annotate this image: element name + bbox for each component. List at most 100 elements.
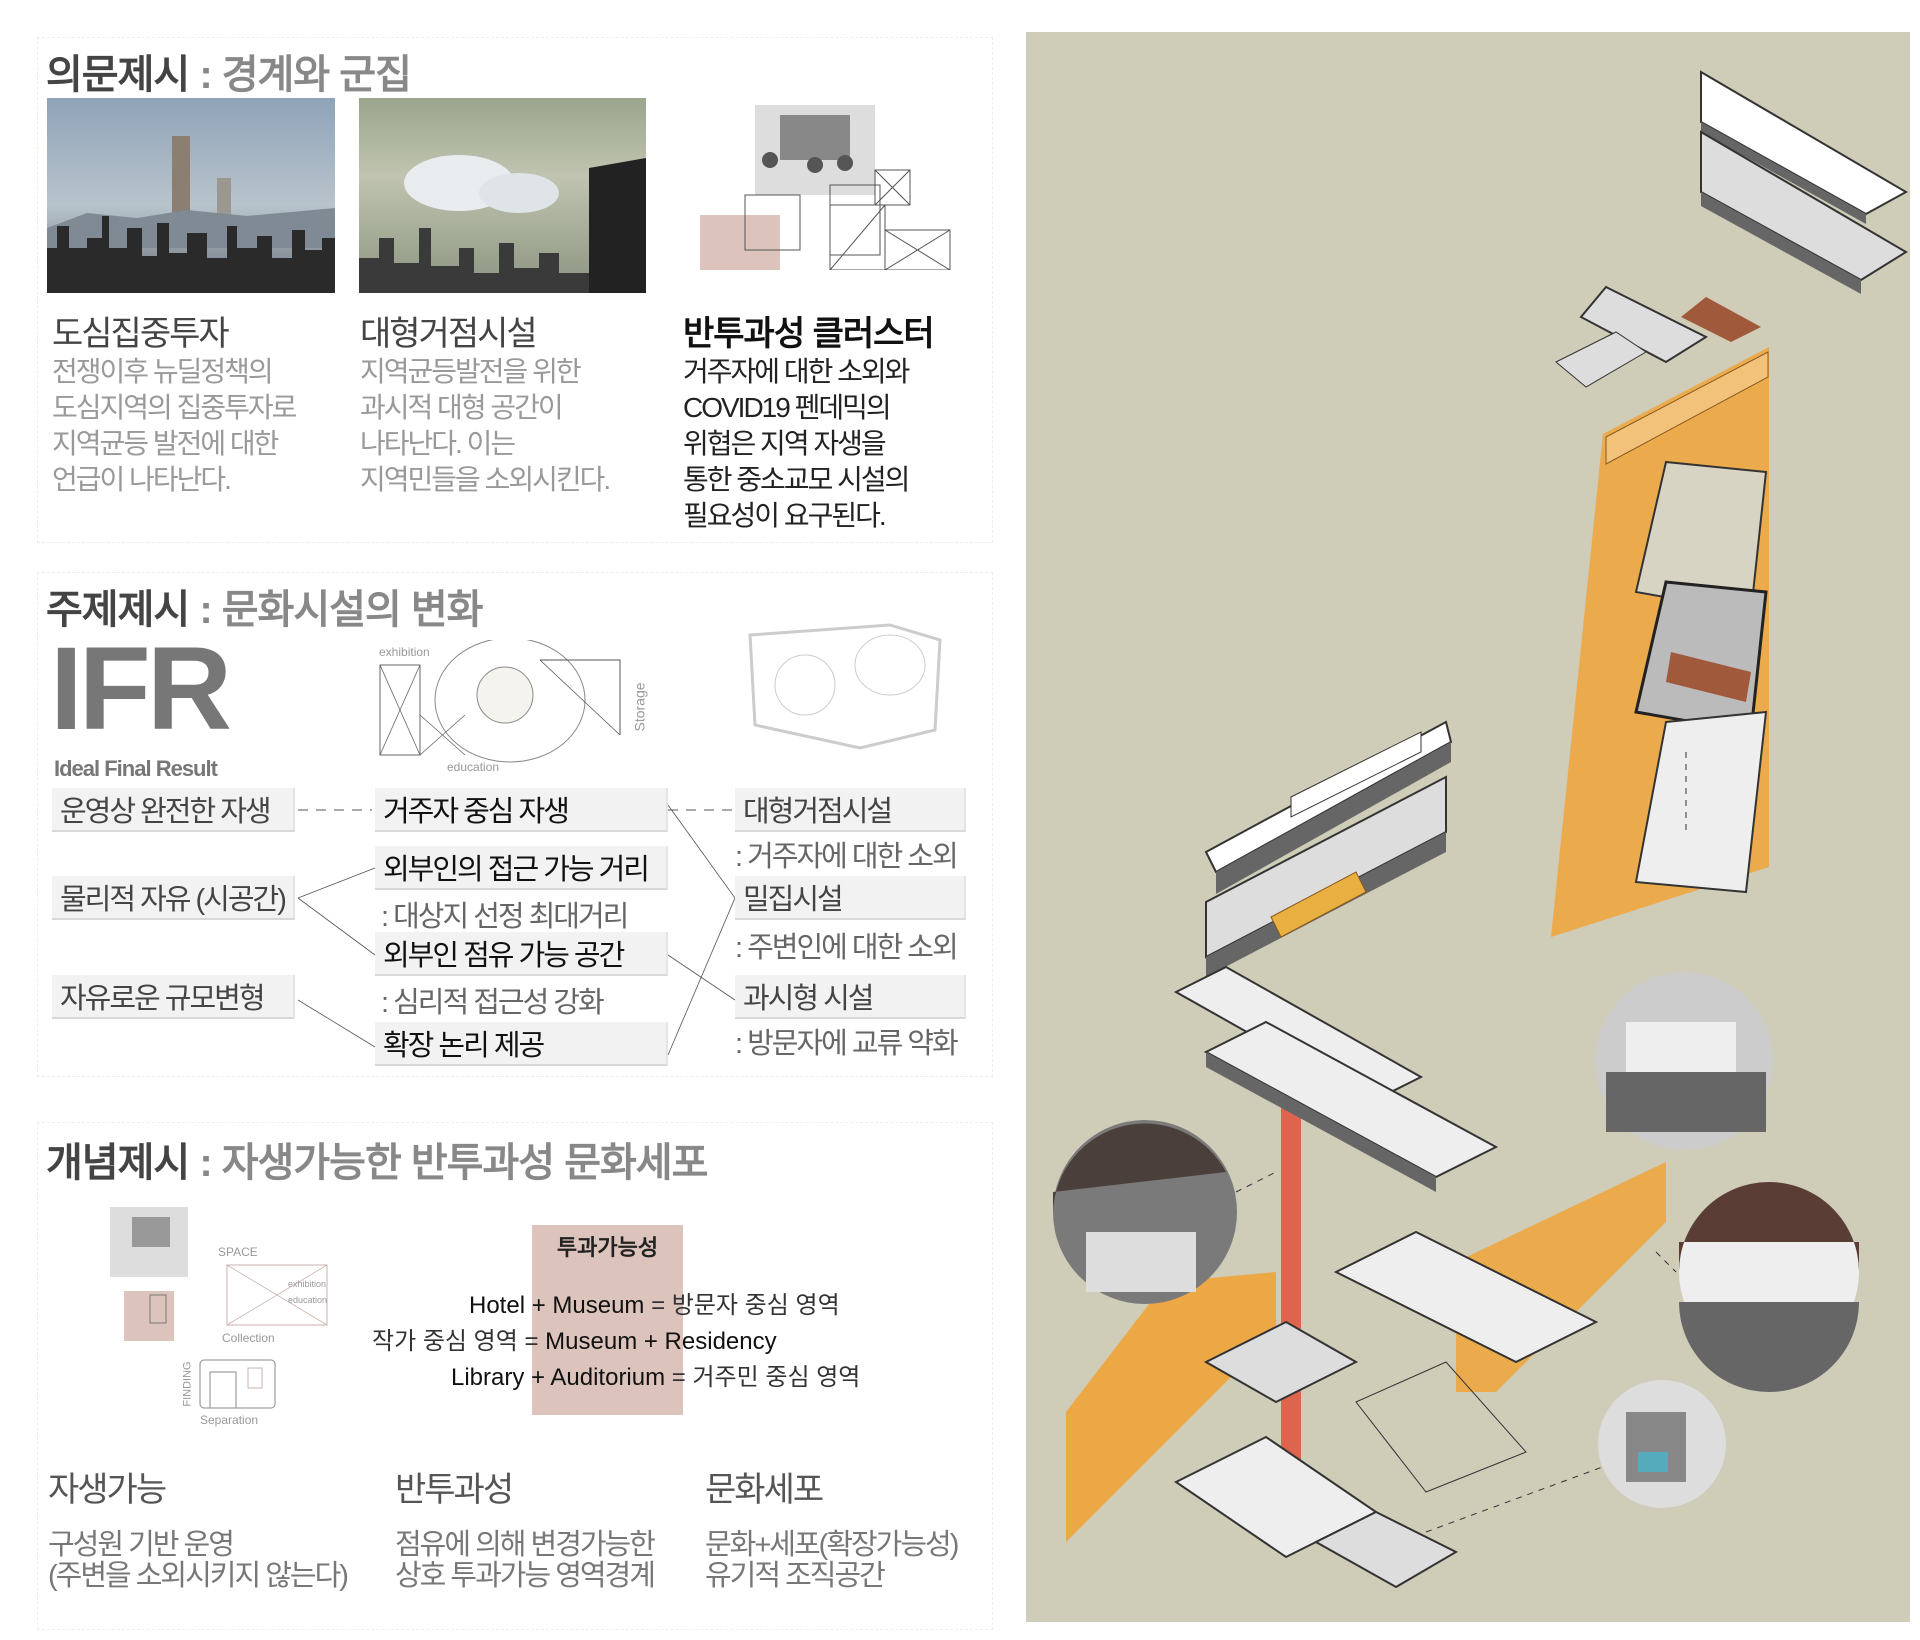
body-line: 필요성이 요구된다. (683, 500, 887, 531)
column-body-1: 전쟁이후 뉴딜정책의 도심지역의 집중투자로 지역균등 발전에 대한 언급이 나… (52, 354, 297, 498)
concept-line: 상호 투과가능 영역경계 (395, 1560, 656, 1592)
label-collection: Collection (222, 1331, 275, 1345)
left-criterion-3: 자유로운 규모변형 (52, 975, 295, 1019)
section1-title-lead: 의문제시 (46, 53, 190, 97)
right-issue-1: 대형거점시설 (735, 788, 966, 832)
concept-line: 문화+세포(확장가능성) (705, 1529, 959, 1561)
ifr-logo: IFR (50, 623, 232, 755)
section3-title-rest: : 자생가능한 반투과성 문화세포 (199, 1141, 708, 1185)
large-facility-photo (359, 98, 646, 293)
column-heading-1: 도심집중투자 (52, 315, 230, 353)
body-line: 통한 중소교모 시설의 (683, 464, 910, 495)
body-line: 전쟁이후 뉴딜정책의 (52, 356, 274, 387)
section2-title-rest: : 문화시설의 변화 (199, 588, 483, 632)
concept-body-3: 문화+세포(확장가능성) 유기적 조직공간 (705, 1530, 990, 1592)
label-exhibition-2: exhibition (288, 1279, 327, 1289)
rendering-circle-3 (1679, 1182, 1859, 1392)
middle-item-3: 외부인 점유 가능 공간 (375, 932, 668, 976)
section1-title-rest: : 경계와 군집 (199, 53, 412, 97)
equation-right: = 거주민 중심 영역 (671, 1364, 861, 1391)
equation-left: 작가 중심 영역 = (372, 1328, 539, 1355)
rendering-circle-2 (1595, 972, 1773, 1150)
concept-body-2: 점유에 의해 변경가능한 상호 투과가능 영역경계 (395, 1530, 695, 1592)
equation-resident: Library + Auditorium = 거주민 중심 영역 (451, 1357, 860, 1392)
equation-left: Hotel + Museum (469, 1292, 645, 1319)
right-issue-3-sub: : 방문자에 교류 약화 (735, 1028, 959, 1060)
section-concept (37, 1122, 993, 1630)
concept-diagram: SPACE exhibition education Collection FI… (110, 1205, 350, 1435)
right-issue-2-sub: : 주변인에 대한 소외 (735, 932, 959, 964)
section2-title: 주제제시 : 문화시설의 변화 (46, 577, 483, 635)
column-heading-2: 대형거점시설 (360, 315, 538, 353)
body-line: 도심지역의 집중투자로 (52, 392, 297, 423)
plant-cell-illustration (740, 620, 950, 750)
concept-line: 점유에 의해 변경가능한 (395, 1529, 656, 1561)
right-issue-3: 과시형 시설 (735, 975, 966, 1019)
body-line: 거주자에 대한 소외와 (683, 356, 910, 387)
exploded-axonometric-drawing (1053, 70, 1909, 1589)
label-separation: Separation (200, 1413, 259, 1427)
section2-title-lead: 주제제시 (46, 588, 190, 632)
body-line: 위협은 지역 자생을 (683, 428, 887, 459)
body-line: 언급이 나타난다. (52, 464, 232, 495)
concept-body-1: 구성원 기반 운영 (주변을 소외시키지 않는다) (48, 1530, 378, 1592)
equation-right: Museum + Residency (545, 1328, 777, 1355)
axonometric-panel (1026, 32, 1910, 1622)
body-line: COVID19 펜데믹의 (683, 392, 892, 423)
middle-item-2-sub: : 대상지 선정 최대거리 (381, 901, 629, 933)
roof-slab-top (1700, 70, 1909, 224)
middle-item-3-sub: : 심리적 접근성 강화 (381, 987, 605, 1019)
section-problem (37, 37, 993, 543)
library-volume (1204, 720, 1453, 977)
label-exhibition: exhibition (379, 645, 430, 659)
rendering-circle-4 (1598, 1380, 1726, 1508)
permeability-title: 투과가능성 (556, 1235, 659, 1260)
cell-diagram-svg (379, 637, 621, 763)
body-line: 지역균등발전을 위한 (360, 356, 582, 387)
hotel-floor (1555, 285, 1761, 388)
body-line: 나타난다. 이는 (360, 428, 516, 459)
right-issue-1-sub: : 거주자에 대한 소외 (735, 841, 959, 873)
concept-heading-1: 자생가능 (48, 1471, 167, 1509)
section3-title-lead: 개념제시 (46, 1141, 190, 1185)
concept-line: (주변을 소외시키지 않는다) (48, 1560, 349, 1592)
city-skyline-photo (47, 98, 335, 293)
section1-title: 의문제시 : 경계와 군집 (46, 42, 412, 100)
facility-silhouette (359, 155, 646, 293)
section-theme (37, 572, 993, 1077)
museum-volume (1173, 965, 1499, 1192)
equation-right: = 방문자 중심 영역 (651, 1292, 840, 1319)
equation-artist: 작가 중심 영역 = Museum + Residency (372, 1321, 777, 1356)
residency-floor (1700, 130, 1908, 294)
label-education-2: education (288, 1295, 328, 1305)
auditorium-volume (1174, 1230, 1599, 1589)
cell-program-diagram: exhibition education Storage (375, 637, 675, 780)
column-heading-3: 반투과성 클러스터 (683, 315, 935, 353)
left-criterion-2: 물리적 자유 (시공간) (52, 876, 295, 920)
plant-cell-svg (748, 623, 942, 750)
skyline-silhouette (47, 136, 335, 293)
equation-left: Library + Auditorium (451, 1364, 666, 1391)
concept-line: 구성원 기반 운영 (48, 1529, 235, 1561)
label-space: SPACE (218, 1245, 258, 1259)
equation-visitor: Hotel + Museum = 방문자 중심 영역 (469, 1285, 840, 1320)
ifr-subtitle: Ideal Final Result (54, 756, 218, 781)
cluster-boxes-diagram (700, 105, 951, 295)
section3-title: 개념제시 : 자생가능한 반투과성 문화세포 (46, 1130, 708, 1188)
cluster-illustration (695, 105, 955, 295)
permeability-band (532, 1225, 683, 1415)
concept-heading-3: 문화세포 (705, 1471, 824, 1509)
middle-item-2: 외부인의 접근 가능 거리 (375, 846, 668, 890)
label-finding: FINDING (181, 1361, 194, 1407)
rendering-circle-1 (1053, 1120, 1237, 1304)
body-line: 과시적 대형 공간이 (360, 392, 564, 423)
concept-line: 유기적 조직공간 (705, 1560, 886, 1592)
orange-bar (1605, 351, 1769, 465)
left-criterion-1: 운영상 완전한 자생 (52, 788, 295, 832)
middle-item-4: 확장 논리 제공 (375, 1022, 668, 1066)
column-body-2: 지역균등발전을 위한 과시적 대형 공간이 나타난다. 이는 지역민들을 소외시… (360, 354, 611, 498)
concept-diagram-svg (110, 1207, 328, 1409)
concept-heading-2: 반투과성 (395, 1471, 514, 1509)
column-body-3: 거주자에 대한 소외와 COVID19 펜데믹의 위협은 지역 자생을 통한 중… (683, 354, 910, 534)
middle-item-1: 거주자 중심 자생 (375, 788, 668, 832)
